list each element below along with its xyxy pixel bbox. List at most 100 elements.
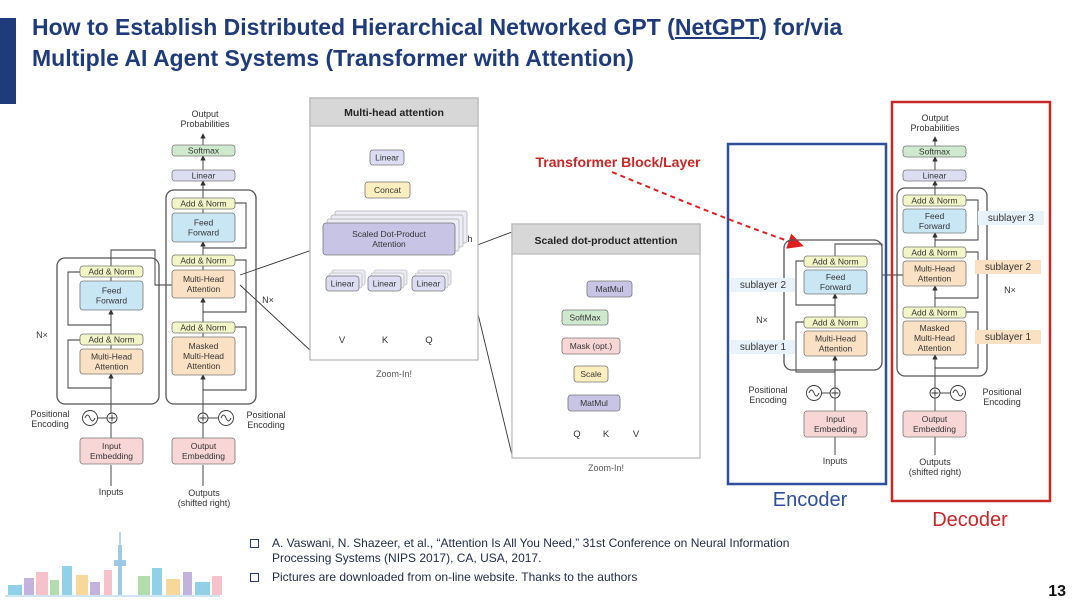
left-dec-add-icon-cross bbox=[199, 414, 207, 422]
encoder-sublayer-2 bbox=[731, 278, 795, 292]
right-decoder-frame bbox=[896, 187, 988, 377]
renc-residual-1 bbox=[795, 321, 835, 373]
right-softmax bbox=[902, 145, 967, 158]
right-dec-add-norm-1 bbox=[902, 306, 967, 319]
right-decoder-nx: N× bbox=[1004, 285, 1016, 295]
encoder-sublayer-2-label: sublayer 2 bbox=[740, 280, 787, 291]
references: A. Vaswani, N. Shazeer, et al., “Attenti… bbox=[250, 536, 890, 589]
skyline-building bbox=[195, 582, 210, 595]
right-encoder-nx: N× bbox=[756, 315, 768, 325]
right-enc-positional-icon-wave bbox=[808, 389, 820, 397]
right-dec-feed-forward bbox=[902, 208, 967, 234]
left-linear-label: Linear bbox=[192, 171, 216, 181]
enc-residual-2 bbox=[67, 271, 111, 326]
multi-head-panel-header bbox=[309, 97, 479, 127]
page-number: 13 bbox=[1048, 583, 1066, 600]
mh-output-linear-label: Linear bbox=[375, 153, 399, 163]
right-dec-add-norm-1-label: Add & Norm bbox=[911, 308, 957, 318]
decoder-sublayer-3 bbox=[978, 211, 1044, 225]
left-dec-add-norm-3 bbox=[171, 197, 236, 210]
left-output-embedding bbox=[171, 437, 236, 465]
left-dec-multi-head-attention bbox=[171, 269, 236, 299]
enc-residual-1 bbox=[67, 339, 111, 389]
sd-scale-label: Scale bbox=[580, 369, 602, 379]
sd-softmax-label: SoftMax bbox=[569, 313, 601, 323]
renc-to-dec-connection bbox=[834, 243, 903, 276]
mh-zoom-label: Zoom-In! bbox=[376, 369, 412, 379]
sd-matmul-bottom-label: MatMul bbox=[580, 398, 608, 408]
netgpt-link[interactable]: NetGPT bbox=[674, 14, 760, 40]
right-enc-feed-forward bbox=[803, 269, 868, 295]
skyline-building bbox=[36, 572, 48, 595]
right-linear bbox=[902, 169, 967, 182]
skyline-building bbox=[183, 572, 192, 595]
sd-k-label: K bbox=[603, 429, 610, 440]
dec-residual-1 bbox=[203, 326, 247, 391]
decoder-box bbox=[890, 100, 1052, 503]
mh-concat bbox=[364, 181, 411, 199]
left-enc-multi-head-attention bbox=[79, 348, 144, 375]
renc-residual-2 bbox=[795, 260, 835, 306]
left-encoder-nx: N× bbox=[36, 330, 48, 340]
left-dec-add-norm-3-label: Add & Norm bbox=[180, 199, 226, 209]
skyline-ground bbox=[5, 595, 220, 597]
skyline-building bbox=[8, 585, 22, 595]
encoder-box bbox=[726, 142, 888, 486]
left-enc-feed-forward bbox=[79, 280, 144, 311]
skyline-tower-deck bbox=[114, 560, 126, 566]
left-dec-positional-icon-wave bbox=[220, 414, 232, 422]
skyline-building bbox=[138, 576, 150, 595]
right-enc-add-icon-cross bbox=[831, 389, 839, 397]
mh-input-linear-1-label: Linear bbox=[331, 279, 355, 289]
sd-mask bbox=[561, 337, 621, 355]
right-inputs-label: Inputs bbox=[823, 456, 848, 466]
left-enc-add-norm-2-label: Add & Norm bbox=[88, 267, 134, 277]
dec-residual-2 bbox=[203, 259, 247, 313]
left-dec-feed-forward bbox=[171, 212, 236, 243]
left-outputs-label: Outputs(shifted right) bbox=[178, 488, 231, 508]
left-input-embedding bbox=[79, 437, 144, 465]
right-input-embedding bbox=[803, 410, 868, 438]
right-dec-masked-attention bbox=[902, 320, 967, 356]
left-linear bbox=[171, 169, 236, 182]
left-enc-add-norm-1-label: Add & Norm bbox=[88, 335, 134, 345]
mh-input-linear-3 bbox=[411, 275, 446, 292]
mh-heads-label: h bbox=[467, 234, 472, 244]
sd-matmul-bottom bbox=[567, 394, 621, 412]
left-dec-add-norm-2-label: Add & Norm bbox=[180, 256, 226, 266]
right-enc-multi-head-attention bbox=[803, 330, 868, 357]
right-enc-add-norm-1 bbox=[803, 316, 868, 329]
right-enc-add-norm-2-label: Add & Norm bbox=[812, 257, 858, 267]
sd-q-label: Q bbox=[573, 429, 580, 440]
decoder-sublayer-2 bbox=[975, 260, 1041, 274]
skyline-building bbox=[166, 579, 180, 595]
transformer-block-label: Transformer Block/Layer bbox=[536, 154, 702, 170]
skyline-building bbox=[152, 568, 162, 595]
left-enc-add-icon-cross bbox=[108, 414, 116, 422]
sd-v-label: V bbox=[633, 429, 640, 440]
mh-input-linear-1 bbox=[325, 275, 360, 292]
mh-output-linear bbox=[369, 149, 405, 166]
multi-head-title: Multi-head attention bbox=[344, 107, 444, 119]
decoder-sublayer-2-label: sublayer 2 bbox=[985, 262, 1032, 273]
right-outputs-label: Outputs(shifted right) bbox=[909, 457, 962, 477]
zoom-line bbox=[239, 284, 313, 353]
left-inputs-label: Inputs bbox=[99, 487, 124, 497]
skyline-building bbox=[90, 582, 100, 595]
skyline-building bbox=[50, 580, 59, 595]
